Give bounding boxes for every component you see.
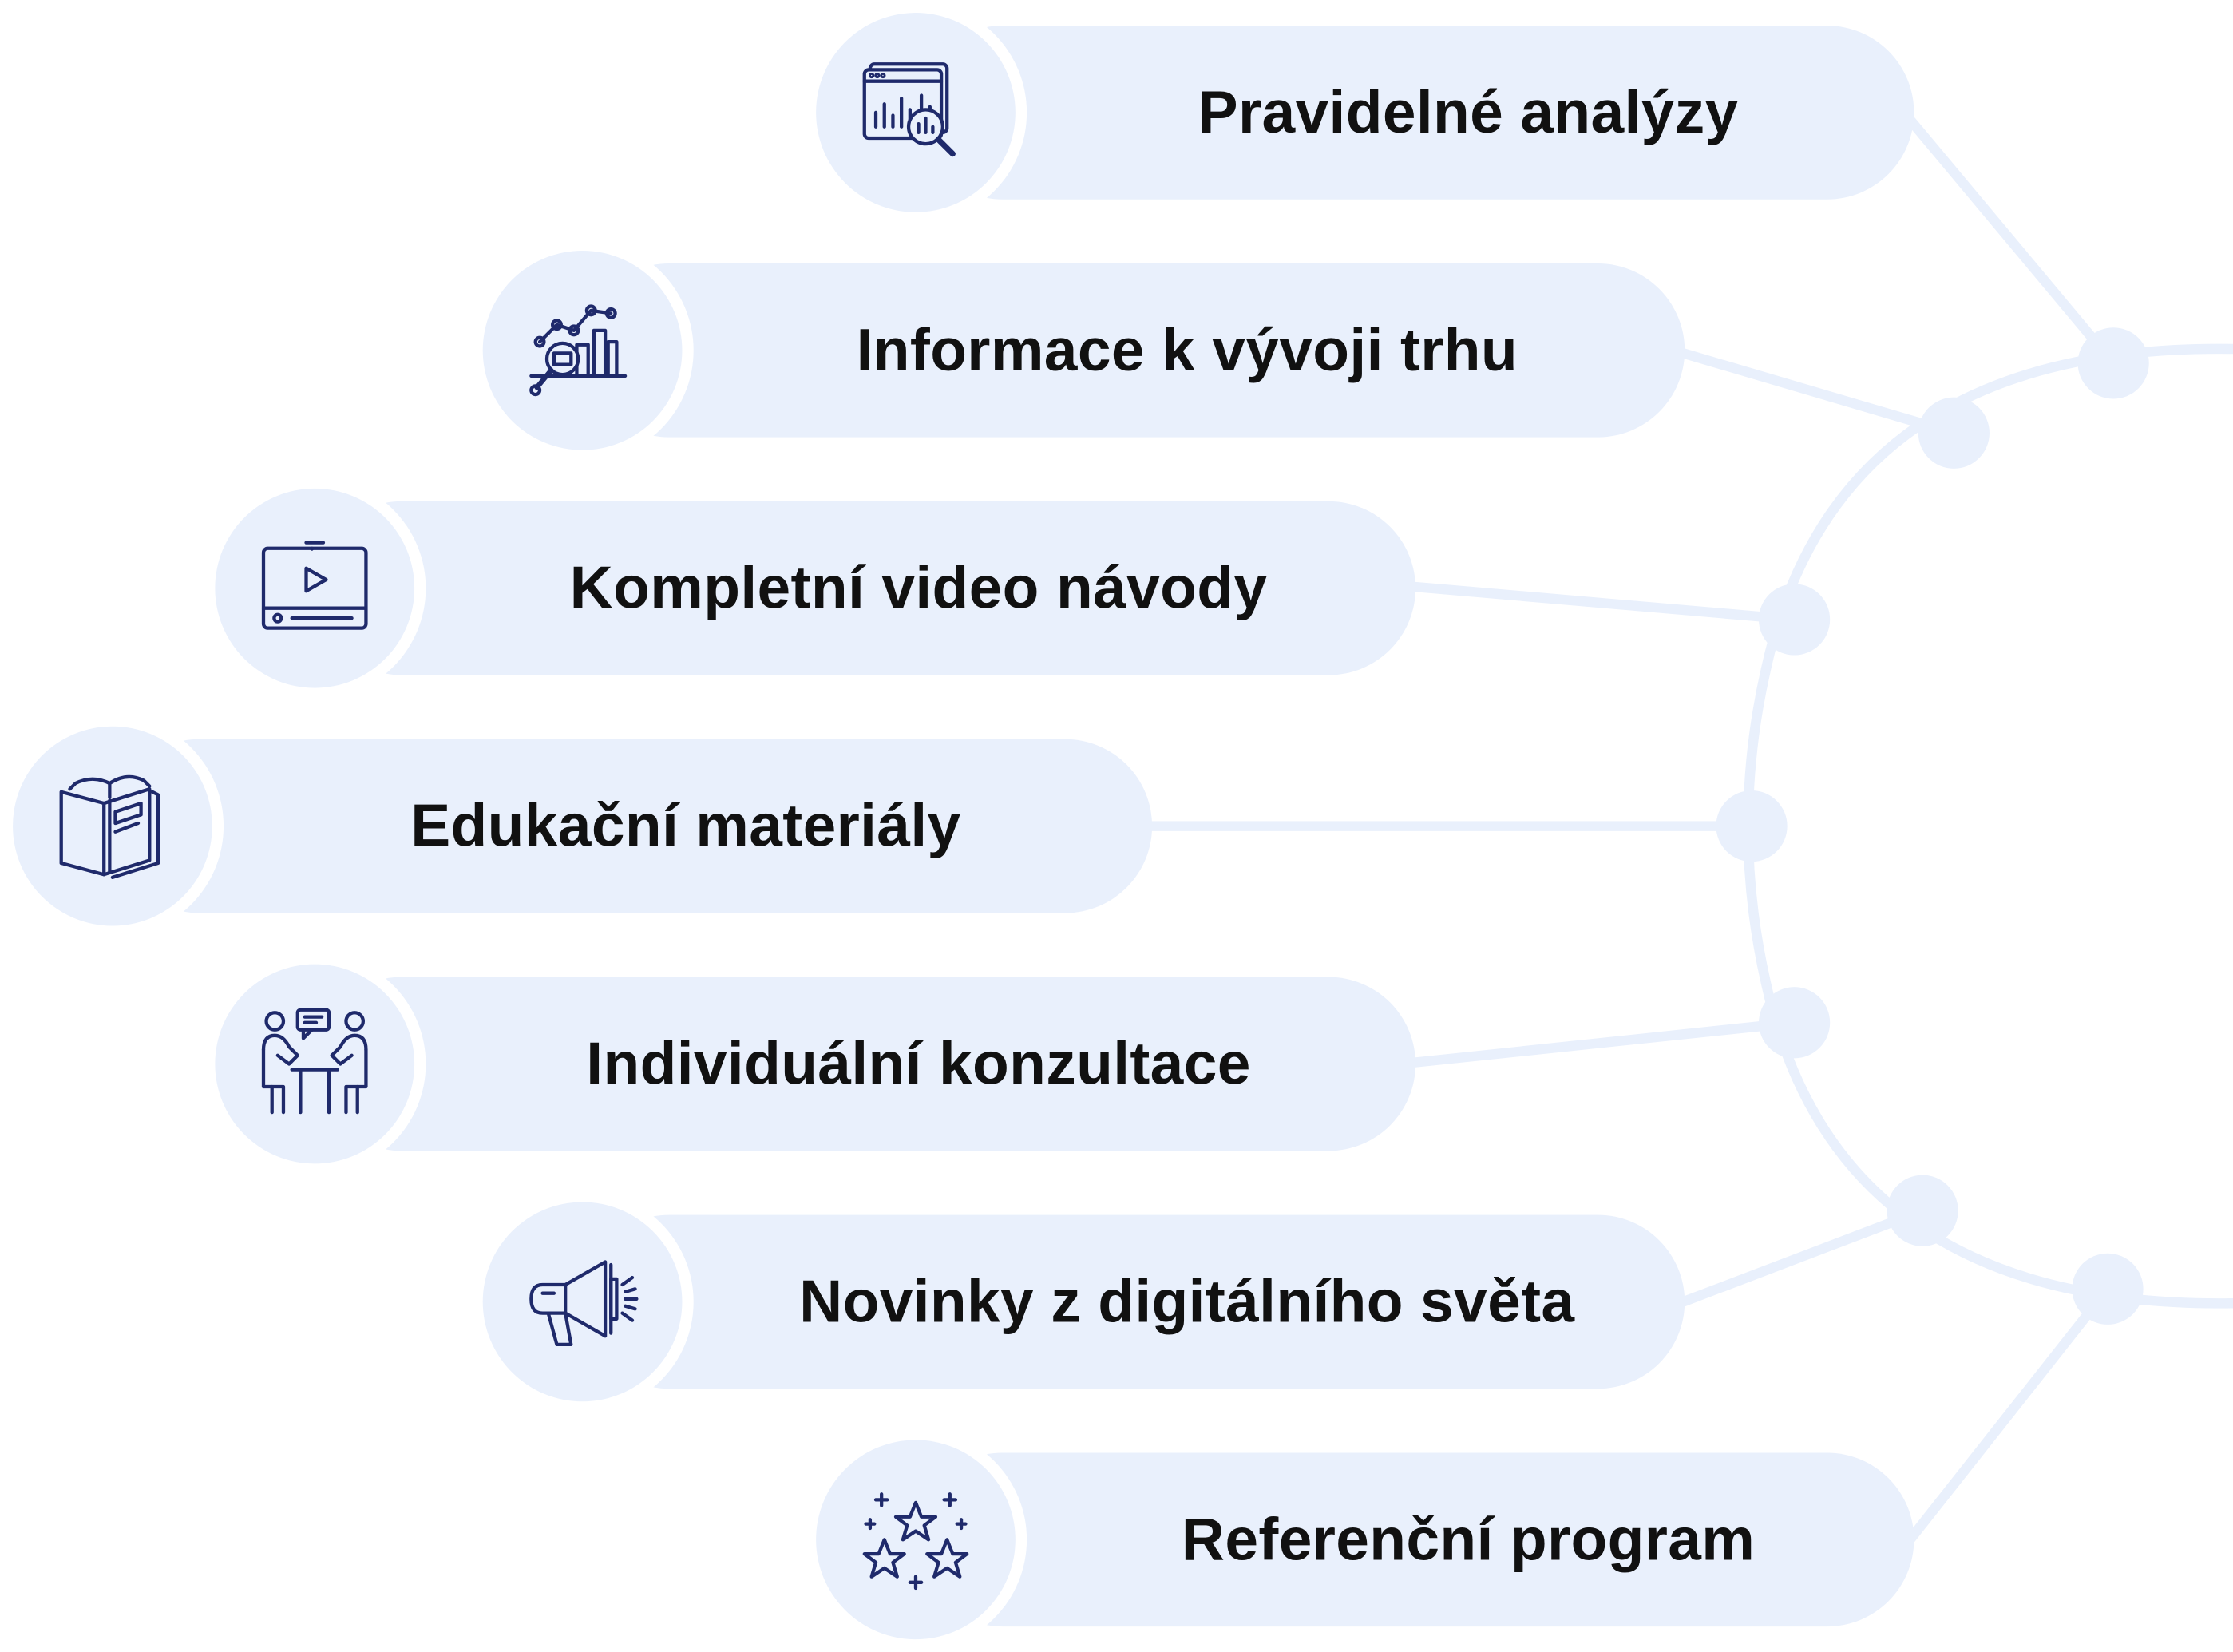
service-pill: Pravidelné analýzy [915,26,1914,200]
service-item: Referenční program [816,1440,1914,1640]
trunk-arc [1743,343,2233,1309]
branch-1 [1906,116,2119,369]
service-label: Novinky z digitálního světa [799,1267,1575,1335]
service-item: Novinky z digitálního světa [482,1202,1685,1402]
branch-3 [1409,581,1799,625]
megaphone-icon [482,1202,683,1402]
service-label: Informace k vývoji trhu [856,316,1518,383]
video-player-icon [215,488,415,688]
service-item: Individuální konzultace [215,964,1416,1164]
service-label: Kompletní video návody [569,553,1268,621]
service-pill: Novinky z digitálního světa [582,1214,1685,1389]
market-trend-chart-icon [482,250,683,450]
node-dot [2072,1253,2144,1325]
service-item: Kompletní video návody [215,488,1416,688]
node-dot [1918,397,1990,469]
branch-7 [1906,1284,2113,1543]
node-dot [2077,327,2149,399]
open-book-icon [13,726,212,926]
analytics-screen-magnifier-icon [816,13,1016,212]
service-label: Referenční program [1181,1505,1756,1573]
service-item: Edukační materiály [13,726,1153,926]
service-label: Individuální konzultace [586,1029,1251,1097]
service-pill: Referenční program [915,1452,1914,1627]
node-dot [1716,790,1788,862]
node-dot [1887,1175,1958,1246]
node-dot [1758,584,1831,656]
branch-2 [1678,348,1959,438]
service-item: Pravidelné analýzy [816,13,1914,212]
stars-icon [816,1440,1016,1640]
service-pill: Individuální konzultace [315,977,1416,1151]
branch-6 [1678,1205,1928,1307]
branch-5 [1409,1017,1799,1068]
service-label: Edukační materiály [410,791,961,859]
consultation-meeting-icon [215,964,415,1164]
service-label: Pravidelné analýzy [1198,78,1739,145]
service-pill: Kompletní video návody [315,501,1416,675]
service-pill: Edukační materiály [112,739,1153,913]
node-dot [1758,987,1831,1059]
service-item: Informace k vývoji trhu [482,250,1685,450]
service-pill: Informace k vývoji trhu [582,263,1685,438]
